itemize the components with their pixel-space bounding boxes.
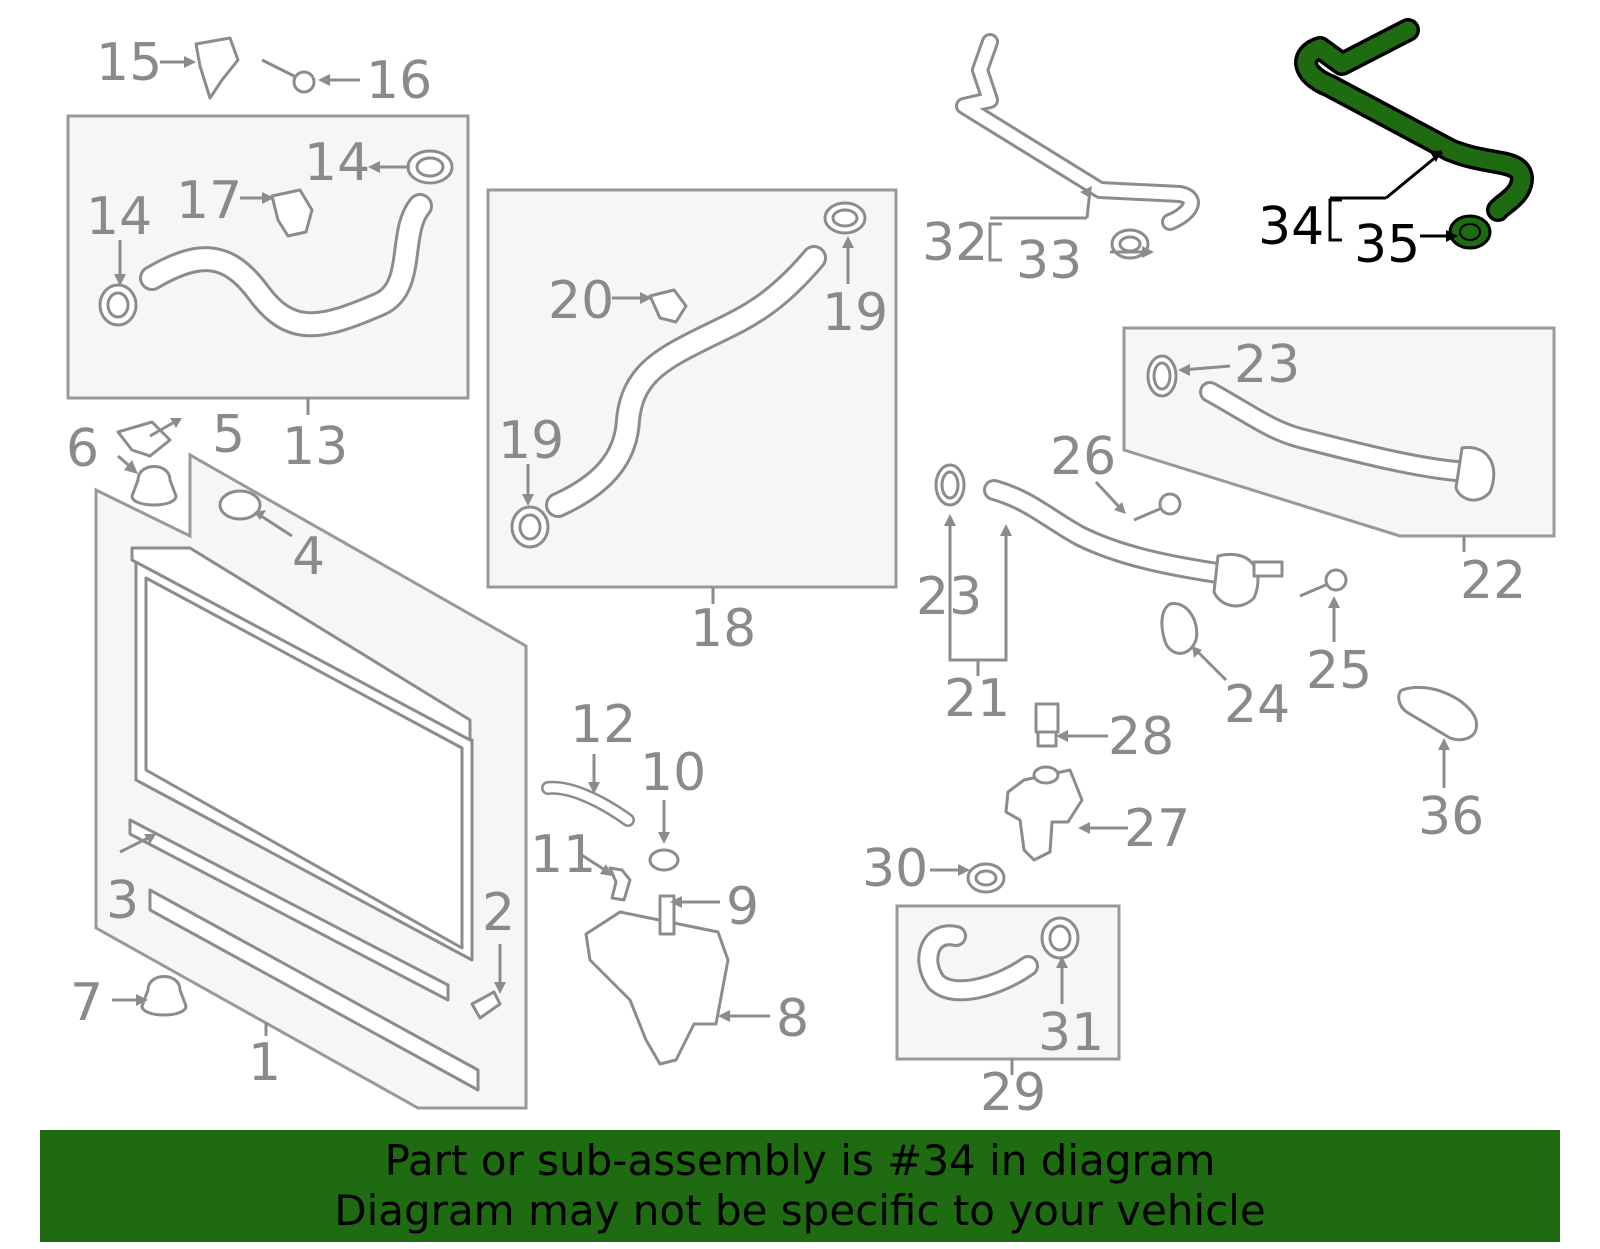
- water-pipe-22[interactable]: [1199, 381, 1496, 502]
- hose-clamp-14-right[interactable]: [406, 149, 454, 185]
- callout-16: 16: [366, 51, 432, 111]
- callout-14-left: 14: [86, 187, 152, 247]
- callout-3: 3: [106, 871, 139, 931]
- callout-7: 7: [70, 973, 103, 1033]
- callout-27: 27: [1124, 799, 1190, 859]
- callout-8: 8: [776, 989, 809, 1049]
- banner-line-1: Part or sub-assembly is #34 in diagram: [384, 1136, 1216, 1185]
- info-banner-background: [40, 1130, 1560, 1242]
- callout-5: 5: [212, 405, 245, 465]
- group-box-22: [1122, 326, 1556, 538]
- heater-hose-34[interactable]: [1294, 18, 1534, 222]
- bolt-16[interactable]: [261, 58, 316, 94]
- callout-15: 15: [96, 33, 162, 93]
- info-banner: Part or sub-assembly is #34 in diagram D…: [40, 1130, 1560, 1242]
- callout-13: 13: [282, 417, 348, 477]
- bolt-26[interactable]: [1133, 492, 1182, 522]
- hose-clamp-19-upper[interactable]: [823, 201, 867, 235]
- callout-1: 1: [248, 1033, 281, 1093]
- callout-32: 32: [922, 213, 988, 273]
- bracket-15[interactable]: [194, 36, 240, 100]
- hose-bracket-17[interactable]: [270, 188, 314, 238]
- o-ring-23-lower[interactable]: [934, 463, 966, 507]
- callout-23-lower: 23: [916, 567, 982, 627]
- callout-26: 26: [1050, 427, 1116, 487]
- callout-30: 30: [862, 839, 928, 899]
- radiator-baffle-3[interactable]: [128, 818, 450, 1002]
- callout-35: 35: [1354, 215, 1420, 275]
- callout-20: 20: [548, 271, 614, 331]
- callout-2: 2: [482, 883, 515, 943]
- bypass-pipe-32[interactable]: [955, 33, 1200, 231]
- banner-line-2: Diagram may not be specific to your vehi…: [334, 1186, 1266, 1235]
- callout-33: 33: [1016, 231, 1082, 291]
- coolant-reservoir-8[interactable]: [584, 910, 730, 1066]
- reservoir-cap-9[interactable]: [658, 894, 676, 936]
- callout-4: 4: [292, 527, 325, 587]
- callout-21: 21: [944, 669, 1010, 729]
- callout-14-right: 14: [304, 133, 370, 193]
- callout-28: 28: [1108, 707, 1174, 767]
- callout-29: 29: [980, 1063, 1046, 1123]
- radiator-lower-tank[interactable]: [148, 888, 480, 1092]
- callout-34: 34: [1258, 197, 1324, 257]
- radiator-hose-lower[interactable]: [545, 245, 827, 518]
- mount-insulator-6[interactable]: [130, 465, 178, 507]
- callout-9: 9: [726, 877, 759, 937]
- callout-17: 17: [176, 171, 242, 231]
- mount-insulator-7[interactable]: [140, 975, 188, 1017]
- bolt-25[interactable]: [1299, 568, 1348, 598]
- hose-clamp-19-lower[interactable]: [510, 505, 550, 549]
- drain-plug-2[interactable]: [470, 990, 502, 1020]
- water-outlet-27[interactable]: [1004, 765, 1084, 862]
- callout-18: 18: [690, 599, 756, 659]
- o-ring-23-upper[interactable]: [1146, 354, 1178, 398]
- thermostat-36[interactable]: [1397, 685, 1478, 742]
- callout-11: 11: [530, 825, 596, 885]
- bracket-5[interactable]: [116, 420, 172, 458]
- elbow-hose-11[interactable]: [608, 866, 632, 902]
- callout-25: 25: [1306, 641, 1372, 701]
- leader-arrowheads: [114, 56, 1450, 1022]
- reservoir-fitting-10[interactable]: [648, 848, 680, 872]
- hose-bracket-20[interactable]: [648, 288, 688, 324]
- callout-19-right: 19: [822, 283, 888, 343]
- radiator-hose-upper[interactable]: [139, 193, 433, 338]
- gasket-24[interactable]: [1160, 602, 1199, 655]
- hose-clamp-30[interactable]: [966, 862, 1006, 894]
- callout-23-upper: 23: [1234, 335, 1300, 395]
- hose-clamp-35[interactable]: [1448, 214, 1492, 250]
- callout-6: 6: [66, 419, 99, 479]
- hose-clamp-31[interactable]: [1040, 916, 1080, 960]
- hose-29[interactable]: [917, 924, 1039, 1002]
- radiator-cap-4[interactable]: [218, 489, 262, 521]
- callout-19-left: 19: [498, 411, 564, 471]
- callout-24: 24: [1224, 675, 1290, 735]
- radiator-core[interactable]: [130, 546, 474, 962]
- callout-12: 12: [570, 695, 636, 755]
- callout-36: 36: [1418, 787, 1484, 847]
- hose-clamp-14-left[interactable]: [98, 283, 138, 327]
- callout-31: 31: [1038, 1003, 1104, 1063]
- callout-10: 10: [640, 743, 706, 803]
- temperature-sensor-28[interactable]: [1034, 702, 1060, 748]
- group-box-18: [486, 188, 898, 589]
- overflow-hose-12[interactable]: [541, 780, 635, 827]
- water-pipe-21[interactable]: [983, 479, 1284, 608]
- callout-labels: 1 2 3 4 5 6 7 8 9 10 11 12 13 14 14 15 1…: [66, 33, 1526, 1123]
- callout-22: 22: [1460, 551, 1526, 611]
